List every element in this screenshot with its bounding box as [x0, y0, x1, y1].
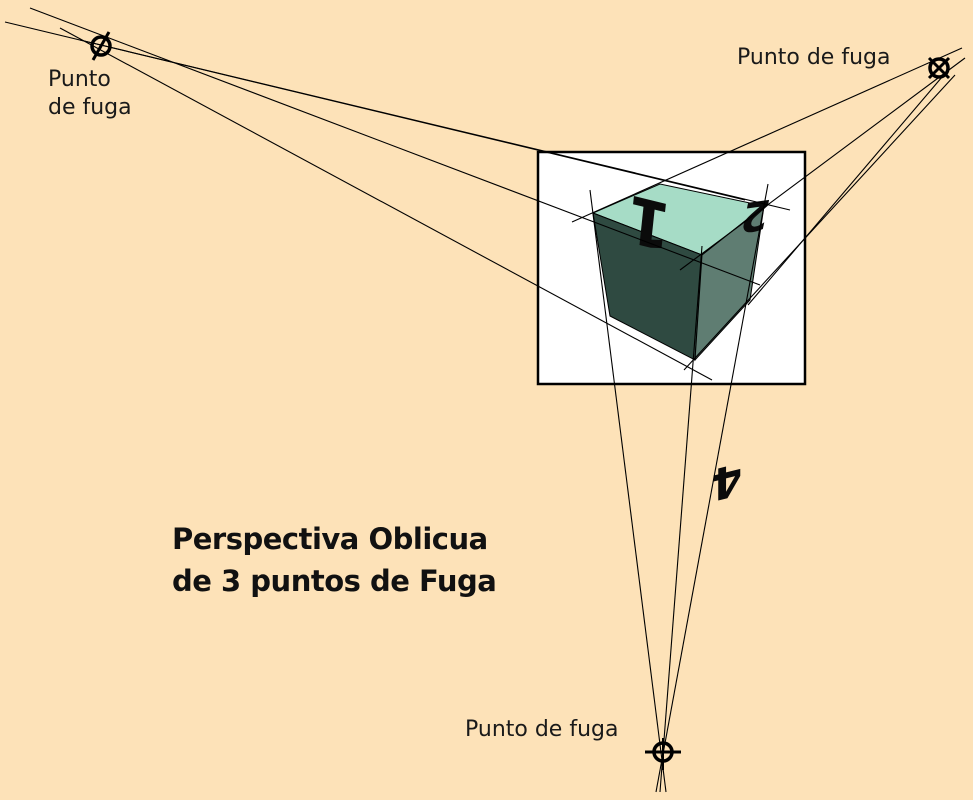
vp-left-line [29, 7, 761, 286]
vp-right-line [571, 47, 963, 223]
vp-left-label: Punto de fuga [48, 66, 132, 122]
cube-number-right: 4 [712, 452, 743, 511]
vp-bottom-line [589, 189, 667, 793]
construction-lines [4, 7, 966, 793]
vp-right-line [679, 57, 966, 271]
diagram-title: Perspectiva Oblicua de 3 puntos de Fuga [172, 518, 497, 602]
vp-bottom-line [655, 183, 769, 793]
vp-left-line [79, 39, 791, 211]
vp-bottom-label: Punto de fuga [465, 717, 619, 742]
cube-number-left: 1 [623, 179, 674, 264]
vp-bottom-line [659, 245, 703, 793]
vp-right-marker [927, 56, 951, 80]
vp-right-label: Punto de fuga [737, 45, 891, 70]
vp-left-line [59, 27, 713, 381]
diagram-title-line1: Perspectiva Oblicua [172, 522, 488, 556]
vp-right-line [683, 74, 956, 371]
vp-right-line [747, 69, 949, 306]
vp-left-marker [90, 31, 112, 61]
diagram-title-line2: de 3 puntos de Fuga [172, 564, 497, 598]
vp-bottom-marker [645, 738, 681, 770]
vp-left-label-line2: de fuga [48, 95, 132, 120]
vp-left-label-line1: Punto [48, 67, 111, 92]
